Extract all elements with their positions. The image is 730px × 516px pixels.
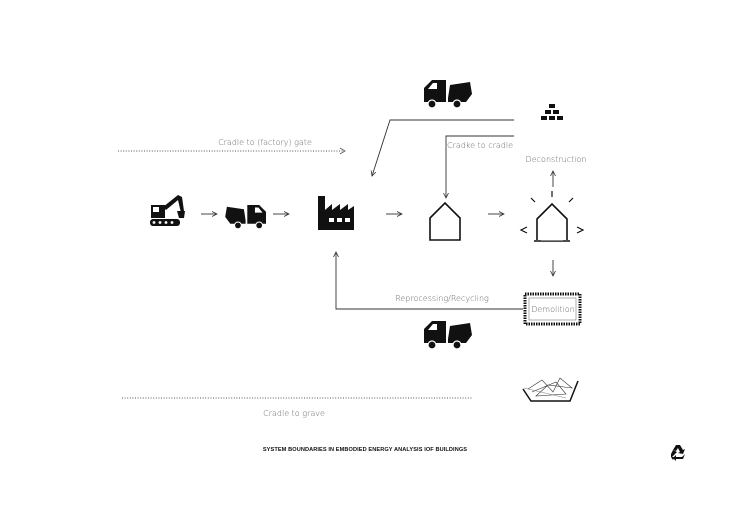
bricks-icon bbox=[541, 104, 563, 120]
house-icon bbox=[429, 201, 461, 241]
recycle-icon bbox=[671, 445, 685, 461]
deconstruction-label: Deconstruction bbox=[526, 155, 587, 164]
reprocessing-loop-line bbox=[336, 252, 523, 310]
demolition-box bbox=[523, 292, 582, 326]
cradle-to-gate-arrowhead bbox=[339, 147, 346, 155]
cradle-to-grave-label: Cradle to grave bbox=[263, 409, 325, 418]
reprocessing-label: Reprocessing/Recycling bbox=[395, 294, 489, 303]
truck-icon bbox=[224, 204, 267, 230]
cradle-to-gate-label: Cradle to (factory) gate bbox=[218, 138, 312, 147]
demolition-label: Demolition bbox=[531, 305, 575, 314]
truck-icon bbox=[423, 79, 473, 109]
excavator-icon bbox=[150, 195, 185, 226]
cradle-to-cradle-line bbox=[446, 135, 514, 198]
cradle-to-cradle-label: Cradke to cradle bbox=[447, 141, 513, 150]
end-of-life-house-icon bbox=[519, 191, 585, 242]
factory-icon bbox=[318, 196, 354, 230]
truck-icon bbox=[423, 320, 473, 350]
reuse-loop-line bbox=[372, 119, 514, 176]
diagram-title: SYSTEM BOUNDARIES IN EMBODIED ENERGY ANA… bbox=[263, 447, 467, 453]
rubble-icon bbox=[522, 377, 579, 402]
